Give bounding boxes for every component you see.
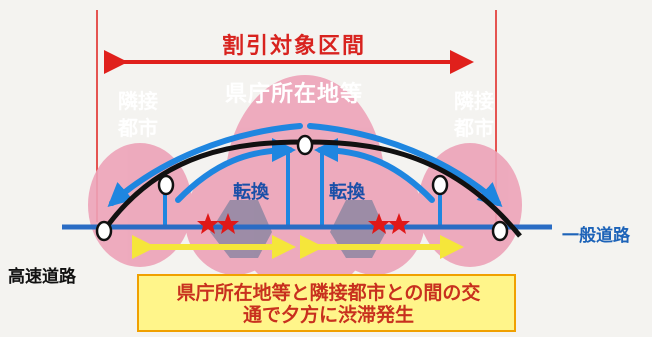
left-city-line-1: 隣接 — [118, 89, 158, 113]
right-neighboring-city-label: 隣接 都市 — [454, 88, 494, 142]
transfer-right-label: 転換 — [329, 182, 365, 203]
flow-arrow-inner-right — [314, 138, 435, 203]
flow-arrow-outer-right — [307, 123, 503, 208]
congestion-callout-text: 県庁所在地等と隣接都市との間の交 通で夕方に渋滞発生 — [139, 282, 518, 326]
prefectural-capital-label: 県庁所在地等 — [225, 82, 364, 107]
expressway-label: 高速道路 — [8, 267, 76, 287]
interchange-3 — [296, 134, 314, 156]
transfer-left-label: 転換 — [233, 182, 269, 203]
congestion-star-3 — [368, 213, 390, 234]
congestion-markers — [197, 213, 410, 234]
interchange-2 — [157, 174, 175, 196]
interchanges — [95, 134, 509, 242]
congestion-star-1 — [197, 213, 219, 234]
interchange-4 — [431, 174, 449, 196]
congestion-line-1: 県庁所在地等と隣接都市との間の交 — [176, 282, 481, 304]
flow-arrows — [107, 123, 503, 208]
discount-section-label: 割引対象区間 — [222, 34, 367, 59]
congestion-star-4 — [388, 213, 410, 234]
left-city-line-2: 都市 — [118, 116, 158, 140]
general-road-label: 一般道路 — [562, 226, 630, 246]
congestion-star-2 — [217, 213, 239, 234]
flow-arrow-outer-left — [107, 123, 303, 208]
congestion-callout: 県庁所在地等と隣接都市との間の交 通で夕方に渋滞発生 — [137, 274, 516, 332]
right-city-line-2: 都市 — [454, 116, 494, 140]
congestion-line-2: 通で夕方に渋滞発生 — [242, 304, 414, 326]
interchange-5 — [491, 220, 509, 242]
interchange-1 — [95, 220, 113, 242]
left-neighboring-city-label: 隣接 都市 — [118, 88, 158, 142]
right-city-line-1: 隣接 — [454, 89, 494, 113]
flow-arrow-inner-left — [175, 138, 296, 203]
